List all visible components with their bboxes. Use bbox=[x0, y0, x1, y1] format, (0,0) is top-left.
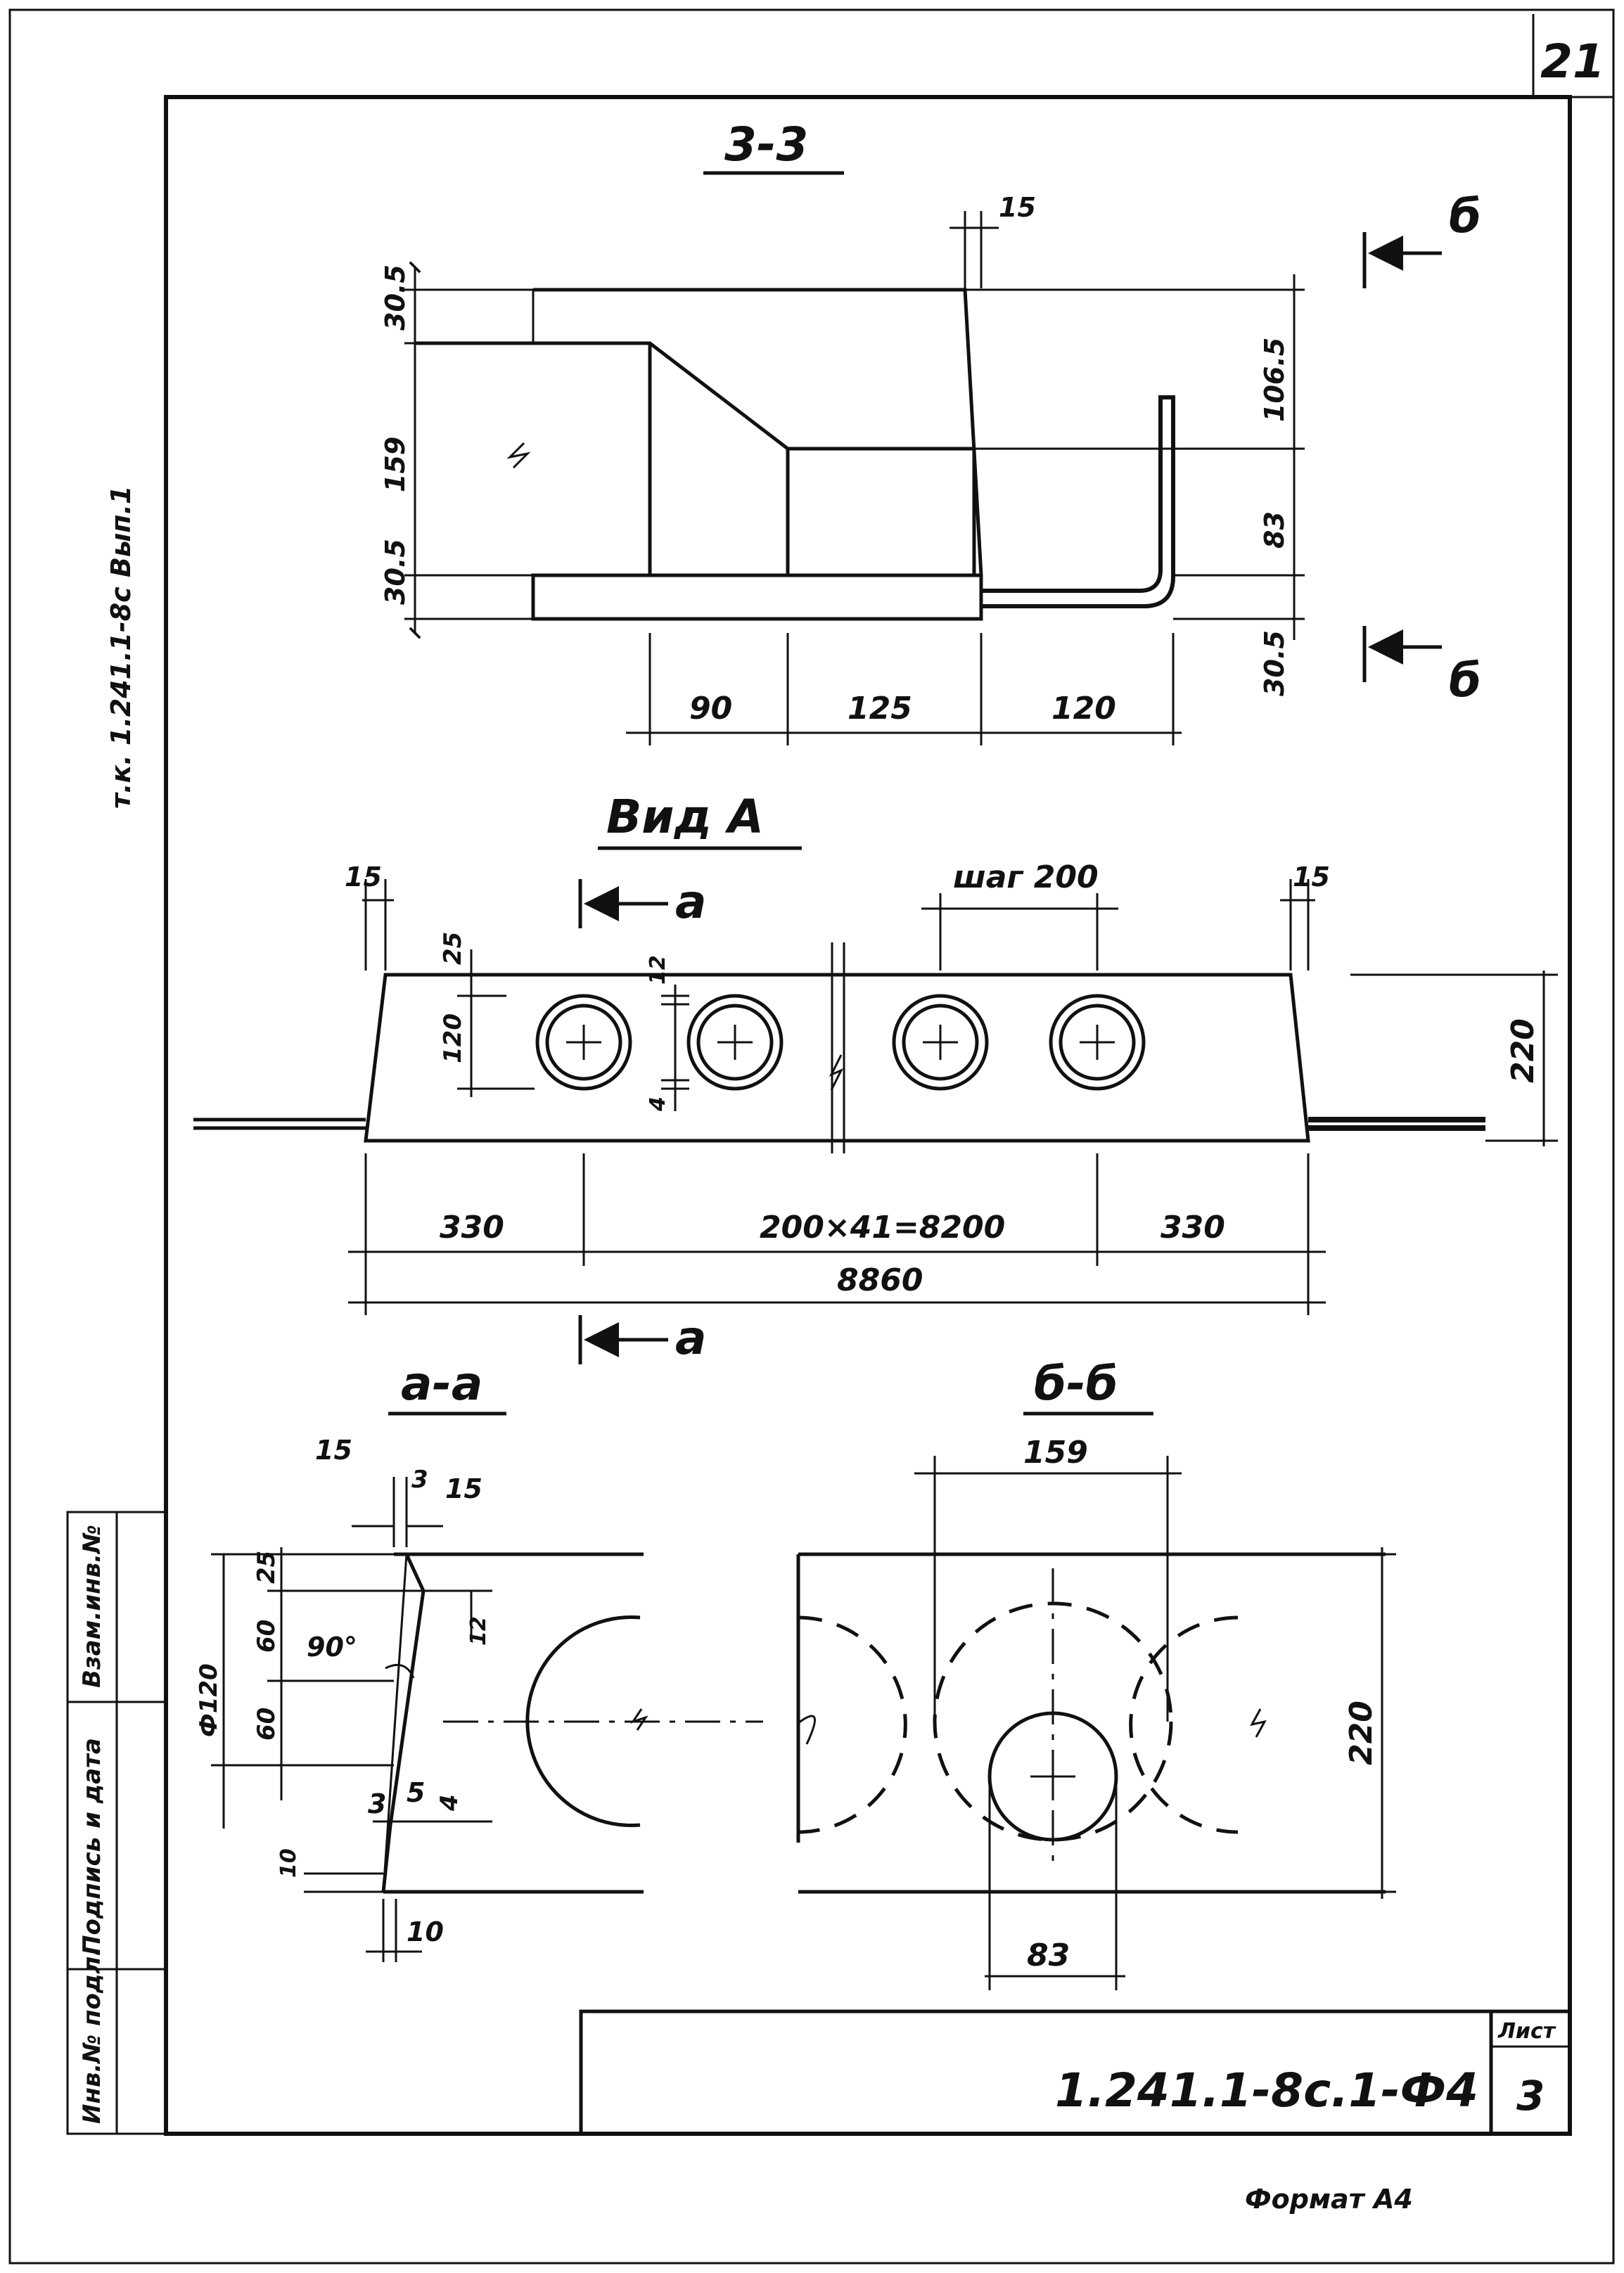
dim-33-h-low: 30.5 bbox=[380, 539, 411, 605]
dim-33-h-top: 30.5 bbox=[380, 264, 411, 331]
aa-d10a: 10 bbox=[276, 1848, 301, 1878]
section-33-rebar bbox=[981, 395, 1175, 608]
view-a-dims bbox=[348, 879, 1558, 1315]
view-a-height: 220 bbox=[1505, 1018, 1541, 1083]
cut-label-a-bottom: а bbox=[675, 1311, 707, 1365]
aa-t3a: 3 bbox=[411, 1466, 428, 1494]
view-a-d4: 4 bbox=[646, 1096, 670, 1112]
view-a-edge-right: 15 bbox=[1293, 862, 1330, 892]
section-bb-title: б-б bbox=[1034, 1357, 1118, 1411]
aa-t15b: 15 bbox=[445, 1473, 482, 1504]
section-aa-title: а-а bbox=[401, 1357, 482, 1411]
aa-t15a: 15 bbox=[315, 1435, 352, 1466]
section-bb-outline bbox=[796, 1552, 1386, 1894]
view-a-title: Вид А bbox=[606, 790, 764, 844]
stamp-replace-no: Взам.инв.№ bbox=[78, 1525, 106, 1688]
view-a-holes bbox=[535, 994, 1146, 1091]
view-a-step: шаг 200 bbox=[953, 859, 1099, 895]
sheet-number: 3 bbox=[1516, 2072, 1545, 2120]
cut-label-b-top: б bbox=[1449, 189, 1481, 243]
stamp-inv-no: Инв.№ подл. bbox=[78, 1947, 106, 2124]
view-a-d120: 120 bbox=[439, 1013, 467, 1063]
dim-33-w3: 120 bbox=[1051, 691, 1116, 726]
side-code: т.к. 1.241.1-8с Вып.1 bbox=[106, 486, 136, 809]
dim-33-top-gap: 15 bbox=[999, 192, 1036, 223]
cut-arrows-a bbox=[578, 879, 668, 1364]
view-a-span-left: 330 bbox=[440, 1210, 504, 1246]
section-aa-dims bbox=[211, 1477, 492, 1962]
hole bbox=[535, 994, 632, 1091]
section-aa-outline bbox=[381, 1552, 763, 1894]
view-a-span-right: 330 bbox=[1161, 1210, 1225, 1246]
sheet-label: Лист bbox=[1497, 2019, 1556, 2044]
dim-33-h-mid: 159 bbox=[380, 437, 411, 492]
aa-d3b: 3 bbox=[368, 1788, 386, 1819]
aa-diam: Ф120 bbox=[195, 1663, 223, 1737]
bb-height: 220 bbox=[1343, 1701, 1379, 1765]
dim-33-h-bottom: 30.5 bbox=[1259, 630, 1290, 696]
aa-d10b: 10 bbox=[407, 1916, 444, 1947]
dim-33-right-upper: 106.5 bbox=[1259, 338, 1290, 422]
format-label: Формат А4 bbox=[1245, 2184, 1413, 2215]
aa-d60b: 60 bbox=[252, 1708, 281, 1741]
aa-d12: 12 bbox=[466, 1616, 491, 1646]
title-block bbox=[579, 2009, 1572, 2136]
view-a-d25: 25 bbox=[439, 932, 467, 965]
aa-d4: 4 bbox=[435, 1794, 463, 1812]
aa-d5: 5 bbox=[407, 1777, 425, 1808]
hole bbox=[892, 994, 989, 1091]
section-33-title: 3-3 bbox=[724, 117, 808, 172]
section-33-outline bbox=[415, 288, 983, 621]
bb-top: 159 bbox=[1023, 1435, 1088, 1471]
view-a-slab bbox=[193, 942, 1485, 1153]
view-a-span-mid: 200×41=8200 bbox=[760, 1210, 1005, 1246]
dim-33-w2: 125 bbox=[848, 691, 912, 726]
stamp-signature: Подпись и дата bbox=[78, 1738, 106, 1955]
view-a-d12: 12 bbox=[646, 955, 670, 985]
view-a-total: 8860 bbox=[837, 1262, 923, 1298]
dim-33-right-lower: 83 bbox=[1259, 511, 1290, 549]
sheet-frame bbox=[8, 8, 1615, 2265]
aa-d60a: 60 bbox=[252, 1620, 281, 1653]
hole bbox=[1049, 994, 1146, 1091]
cut-arrows-b bbox=[1362, 232, 1442, 682]
page-number: 21 bbox=[1540, 34, 1605, 89]
view-a-edge-left: 15 bbox=[345, 862, 382, 892]
aa-angle: 90° bbox=[307, 1632, 357, 1663]
title-code: 1.241.1-8с.1-Ф4 bbox=[1055, 2063, 1478, 2118]
cut-label-a-top: а bbox=[675, 875, 707, 929]
bb-bottom: 83 bbox=[1027, 1938, 1070, 1973]
hole bbox=[686, 994, 784, 1091]
side-stamp bbox=[66, 1511, 167, 2135]
dim-33-w1: 90 bbox=[689, 691, 732, 726]
aa-d25: 25 bbox=[252, 1551, 281, 1584]
section-bb-dims bbox=[914, 1456, 1396, 1990]
cut-label-b-bottom: б bbox=[1449, 653, 1481, 707]
section-33-dims bbox=[404, 211, 1305, 745]
